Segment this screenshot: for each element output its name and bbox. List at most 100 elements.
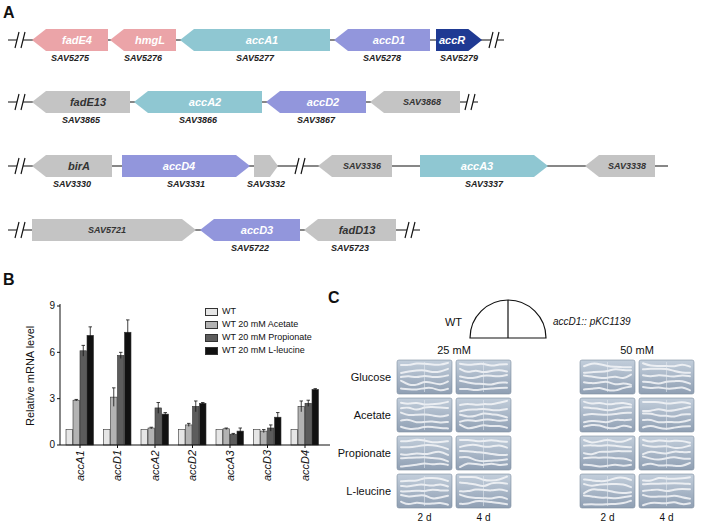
- arrow-outline: [585, 155, 655, 177]
- legend-text: WT 20 mM Propionate: [222, 332, 312, 342]
- plate-scheme: [470, 300, 546, 338]
- locus-tag: SAV3867: [297, 115, 335, 125]
- bar: [261, 431, 268, 445]
- break-mark: [465, 94, 475, 110]
- arrow-outline: [304, 219, 396, 241]
- locus-tag: SAV5278: [363, 53, 401, 63]
- bar: [200, 403, 207, 445]
- locus-tag: SAV3332: [247, 179, 285, 189]
- locus-tag: SAV5275: [51, 53, 89, 63]
- tick: [230, 445, 231, 448]
- agar-plate: [397, 360, 452, 394]
- tick: [155, 445, 156, 448]
- gene-arrow: accD2SAV3867: [266, 91, 366, 113]
- break-mark: [15, 94, 25, 110]
- gene-arrow: SAV5721: [32, 219, 196, 241]
- plate-panel: [397, 300, 694, 508]
- locus-tag: SAV5277: [236, 53, 274, 63]
- strain-label: WT: [445, 316, 462, 329]
- legend-item: WT: [205, 306, 335, 318]
- legend-item: WT 20 mM Propionate: [205, 332, 335, 344]
- bar: [73, 400, 80, 445]
- arrow-shape: [254, 155, 278, 177]
- gene-name: hmgL: [135, 34, 165, 47]
- gene-arrow: accRSAV5279: [436, 29, 482, 51]
- gene-arrow: SAV3338: [585, 155, 655, 177]
- error-bar: [164, 413, 168, 416]
- bar: [291, 430, 298, 445]
- error-bar: [276, 413, 280, 422]
- legend-item: WT 20 mM Acetate: [205, 319, 335, 331]
- agar-plate: [639, 474, 694, 508]
- agar-plate: [397, 474, 452, 508]
- bar: [87, 335, 94, 445]
- legend-swatch: [205, 308, 218, 316]
- error-bar: [119, 352, 123, 358]
- arrow-outline: [254, 155, 278, 177]
- gene-arrow: accD4SAV3331: [122, 155, 250, 177]
- break-mark: [15, 222, 25, 238]
- agar-plate: [397, 398, 452, 432]
- gene-arrow: fadD13SAV5723: [304, 219, 396, 241]
- gene-name: accA1: [246, 34, 278, 47]
- time-label: 4 d: [477, 512, 491, 524]
- gene-arrow: accD1SAV5278: [334, 29, 430, 51]
- arrow-outline: [180, 29, 330, 51]
- x-axis: [60, 445, 330, 446]
- gene-name: accR: [439, 34, 465, 47]
- gene-arrow: SAV3336: [318, 155, 392, 177]
- bar: [186, 425, 193, 445]
- gene-name: accD2: [307, 96, 339, 109]
- concentration-label: 25 mM: [437, 344, 471, 357]
- legend-text: WT: [222, 306, 236, 316]
- locus-tag: SAV3338: [608, 161, 646, 171]
- error-bar: [232, 433, 236, 435]
- agar-plate: [580, 436, 635, 470]
- locus-tag: SAV3868: [403, 97, 441, 107]
- agar-plate: [456, 436, 511, 470]
- arrow-outline: [110, 29, 176, 51]
- tick: [57, 352, 60, 353]
- category-label: accA2: [149, 450, 162, 481]
- tick: [117, 445, 118, 448]
- error-bar: [262, 430, 266, 433]
- arrow-outline: [32, 29, 108, 51]
- error-bar: [82, 345, 86, 356]
- y-axis: [60, 304, 61, 445]
- break-mark: [405, 222, 415, 238]
- error-bar: [150, 427, 154, 429]
- bar: [141, 430, 148, 445]
- gene-arrow: hmgLSAV5276: [110, 29, 176, 51]
- category-label: accA3: [224, 450, 237, 481]
- bar: [148, 428, 155, 445]
- tick-label: 3: [49, 393, 55, 405]
- category-label: accD1: [111, 450, 124, 481]
- gene-name: birA: [68, 160, 90, 173]
- time-label: 2 d: [601, 512, 615, 524]
- gene-arrow: birASAV3330: [32, 155, 112, 177]
- gene-arrow: accA2SAV3866: [134, 91, 262, 113]
- locus-tag: SAV5279: [440, 53, 478, 63]
- locus-tag: SAV3865: [62, 115, 100, 125]
- panel-letter: B: [3, 271, 15, 289]
- gene-map: [8, 32, 668, 238]
- gene-arrow: fadE13SAV3865: [32, 91, 130, 113]
- legend-swatch: [205, 334, 218, 342]
- agar-plate: [639, 436, 694, 470]
- bar: [193, 406, 200, 445]
- locus-tag: SAV5722: [231, 243, 269, 253]
- error-bar: [89, 327, 93, 344]
- tick: [80, 445, 81, 448]
- bar-chart: [57, 304, 330, 448]
- error-bar: [225, 428, 229, 430]
- arrow-outline: [318, 155, 392, 177]
- agar-plate: [580, 360, 635, 394]
- legend-text: WT 20 mM L-leucine: [222, 345, 305, 355]
- error-bar: [75, 399, 79, 401]
- agar-plate: [456, 360, 511, 394]
- gene-name: accA3: [461, 160, 493, 173]
- tick: [57, 398, 60, 399]
- gene-name: accD4: [163, 160, 195, 173]
- break-mark: [15, 32, 25, 48]
- locus-tag: SAV3866: [179, 115, 217, 125]
